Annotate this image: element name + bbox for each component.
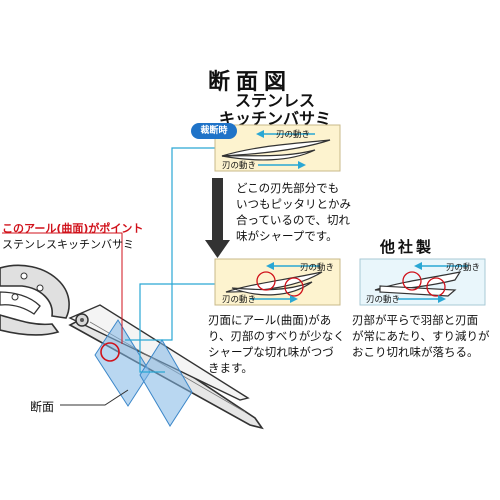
competitor-description-line-2: が常にあたり、すり減りが: [352, 329, 490, 343]
cutting-badge: 裁断時: [191, 123, 237, 139]
arc-description-line-1: 刃面にアール(曲面)があ: [208, 313, 332, 327]
diagram-subtitle: ステンレス キッチンバサミ: [150, 92, 400, 128]
arc-description: 刃面にアール(曲面)があ り、刃部のすべりが少なく シャープな切れ味がつづ きま…: [208, 312, 345, 376]
arc-circle-right: [284, 277, 304, 297]
panel1-arrow-top-label: 刃の動き: [276, 130, 311, 140]
panel2-arrow-bottom-label: 刃の動き: [222, 295, 257, 305]
cutting-description-line-2: いつもピッタリとかみ: [236, 197, 351, 211]
blade-cross-section-bottom: [221, 149, 316, 161]
down-arrow-icon: [205, 178, 230, 258]
flat-circle-right: [426, 277, 446, 297]
point-circle: [100, 342, 120, 362]
arrow-right-icon: [290, 295, 298, 303]
point-leader-line: [2, 232, 123, 344]
panel3-arrow-top-label: 刃の動き: [446, 263, 481, 273]
arrow-right-icon: [438, 295, 446, 303]
cutting-description-line-4: 味がシャープです。: [236, 229, 338, 243]
panel3-arrow-bottom-label: 刃の動き: [366, 295, 401, 305]
scissors-name-label: ステンレスキッチンバサミ: [2, 238, 134, 251]
section-leader-line: [60, 389, 129, 406]
section-planes: [94, 319, 193, 427]
arrow-right-icon: [298, 161, 306, 169]
cutting-description-line-1: どこの刃先部分でも: [236, 181, 340, 195]
blade-flat-bottom: [379, 285, 457, 297]
panel2-arrow-top-label: 刃の動き: [300, 263, 335, 273]
blade-cross-section-top: [221, 139, 331, 157]
subtitle-line-2: キッチンバサミ: [218, 109, 331, 128]
subtitle-line-1: ステンレス: [234, 91, 315, 110]
arrow-left-icon: [266, 262, 274, 270]
arrow-left-icon: [256, 130, 264, 138]
competitor-description: 刃部が平らで羽部と刃面 が常にあたり、すり減りが おこり切れ味が落ちる。: [352, 312, 490, 360]
arrow-left-icon: [414, 262, 422, 270]
cutting-description: どこの刃先部分でも いつもピッタリとかみ 合っているので、切れ 味がシャープです…: [236, 180, 351, 244]
point-label: このアール(曲面)がポイント: [2, 222, 144, 235]
arc-description-line-2: り、刃部のすべりが少なく: [208, 329, 345, 343]
flat-circle-left: [402, 271, 422, 291]
connector-bottom: [139, 283, 215, 373]
competitor-title: 他社製: [380, 238, 435, 256]
competitor-description-line-3: おこり切れ味が落ちる。: [352, 345, 479, 359]
competitor-description-line-1: 刃部が平らで羽部と刃面: [352, 313, 479, 327]
connector-top: [125, 147, 215, 341]
arc-description-line-4: きます。: [208, 361, 253, 375]
arc-circle-left: [256, 271, 276, 291]
cutting-description-line-3: 合っているので、切れ: [236, 213, 350, 227]
section-label: 断面: [30, 400, 55, 414]
arc-description-line-3: シャープな切れ味がつづ: [208, 345, 334, 359]
blade-arc-bottom: [231, 281, 313, 296]
panel1-arrow-bottom-label: 刃の動き: [222, 161, 257, 171]
diagram-title: 断面図: [207, 70, 292, 95]
